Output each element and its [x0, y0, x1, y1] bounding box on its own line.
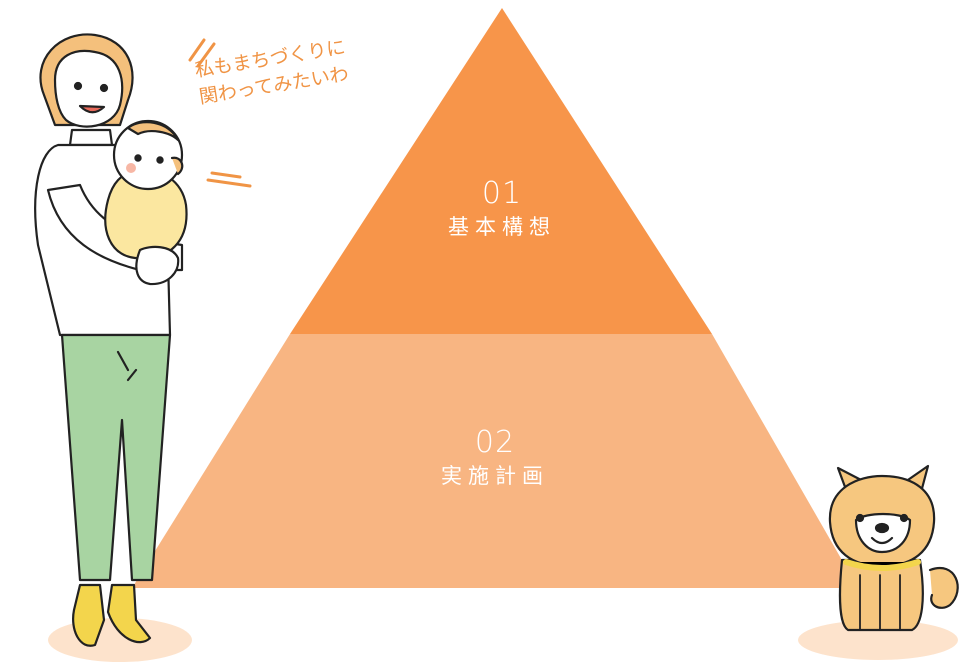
woman-holding-baby-illustration — [34, 33, 188, 647]
pyramid-tier-01 — [290, 8, 712, 334]
tier-01-label: 基本構想 — [448, 215, 556, 239]
tier-01-number: 01 — [481, 176, 523, 211]
pyramid-tier-02 — [132, 334, 858, 588]
tier-02-label: 実施計画 — [441, 464, 549, 488]
shiba-dog-illustration — [828, 464, 959, 632]
tier-01-text: 01 基本構想 — [402, 176, 602, 241]
emphasis-lines-icon — [188, 38, 252, 188]
dog-shadow — [798, 620, 958, 660]
tier-02-text: 02 実施計画 — [395, 425, 595, 490]
tier-02-number: 02 — [474, 425, 516, 460]
